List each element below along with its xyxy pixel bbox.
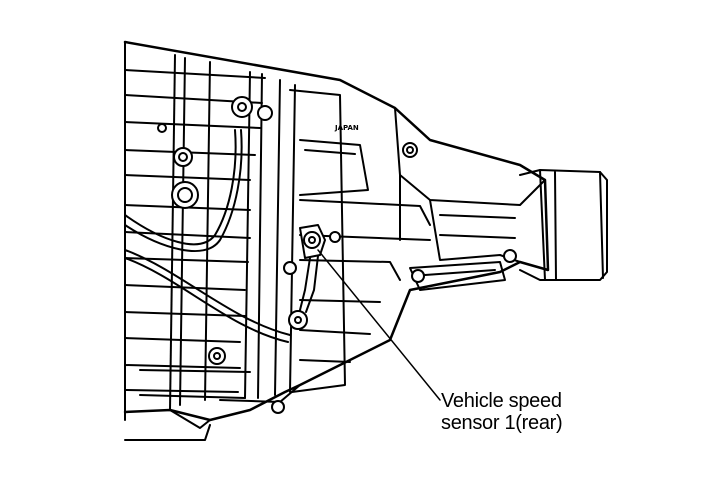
wire-harness (124, 129, 291, 343)
case-stamp: JAPAN (334, 124, 359, 132)
callout-line-2: sensor 1(rear) (441, 412, 563, 434)
callout-line-1: Vehicle speed (441, 390, 562, 412)
callout-leader-line (317, 249, 441, 401)
callout-label: Vehicle speed sensor 1(rear) (441, 390, 563, 434)
bolts (157, 96, 517, 414)
vehicle-speed-sensor (299, 224, 326, 313)
transmission-case (123, 40, 608, 441)
